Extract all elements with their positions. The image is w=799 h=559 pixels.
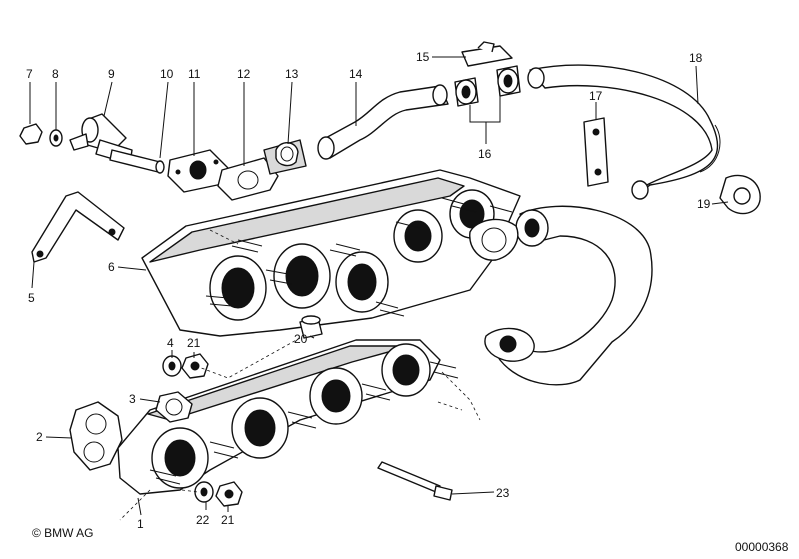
- nut-21-upper: [181, 353, 209, 379]
- callout-13: 13: [285, 67, 299, 81]
- assembly-lines: [119, 229, 481, 521]
- callout-15: 15: [416, 50, 430, 64]
- callout-11: 11: [188, 67, 201, 81]
- document-number: 00000368: [735, 540, 789, 554]
- callout-6: 6: [108, 260, 115, 274]
- callouts: 7 8 9 10 11 12 13 14 15 16 17 18 19 6 5 …: [26, 50, 711, 531]
- callout-2: 2: [36, 430, 43, 444]
- callout-8: 8: [52, 67, 59, 81]
- callout-7: 7: [26, 67, 33, 81]
- washer-22: [194, 481, 214, 503]
- callout-19: 19: [697, 197, 711, 211]
- washer-4: [162, 355, 182, 377]
- gasket-2: [69, 401, 123, 471]
- callout-9: 9: [108, 67, 115, 81]
- copyright-text: © BMW AG: [32, 526, 94, 540]
- bracket-17: [583, 117, 609, 187]
- front-pipe: [469, 205, 653, 386]
- callout-21-upper: 21: [187, 336, 201, 350]
- callout-5: 5: [28, 291, 35, 305]
- callout-12: 12: [237, 67, 251, 81]
- callout-3: 3: [129, 392, 136, 406]
- pipe-10: [109, 149, 165, 174]
- clip-13: [275, 142, 299, 167]
- callout-14: 14: [349, 67, 363, 81]
- callout-18: 18: [689, 51, 703, 65]
- bracket-15: [461, 41, 513, 67]
- valve-9: [69, 113, 133, 165]
- nut-21-lower: [215, 481, 243, 507]
- clamp-19: [719, 174, 761, 215]
- exhaust-manifold-1: [117, 339, 459, 495]
- callout-20: 20: [294, 332, 308, 346]
- gasket-3: [155, 391, 193, 423]
- callout-16: 16: [478, 147, 492, 161]
- callout-4: 4: [167, 336, 174, 350]
- callout-17: 17: [589, 89, 603, 103]
- callout-22: 22: [196, 513, 210, 527]
- flange-11: [167, 149, 229, 193]
- callout-23: 23: [496, 486, 510, 500]
- air-hose-18: [527, 64, 721, 200]
- bracket-5: [31, 191, 125, 263]
- callout-10: 10: [160, 67, 174, 81]
- callout-1: 1: [137, 517, 144, 531]
- cable-tie-23: [377, 461, 453, 501]
- leader-lines: [29, 56, 729, 516]
- washer-8: [49, 129, 63, 147]
- check-valves-16: [454, 65, 521, 123]
- heat-shield-6: [141, 169, 521, 337]
- air-hose-14: [317, 84, 449, 160]
- sleeve-20: [299, 315, 323, 339]
- nut-7: [19, 123, 43, 145]
- callout-21-lower: 21: [221, 513, 235, 527]
